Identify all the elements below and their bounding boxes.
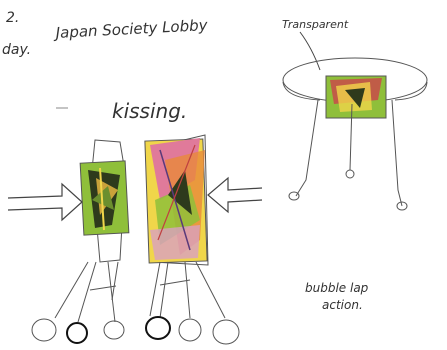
transparent-table <box>283 58 427 210</box>
location-title: Japan Society Lobby <box>52 16 209 42</box>
right-figure <box>145 135 239 344</box>
right-arrow-icon <box>208 178 262 212</box>
date-fragment: 2. <box>6 10 19 26</box>
kissing-label: kissing. <box>112 99 187 123</box>
transparent-label: Transparent <box>282 18 349 31</box>
day-fragment: day. <box>2 42 31 58</box>
note-line-1: bubble lap <box>305 281 369 295</box>
left-figure <box>32 140 129 343</box>
left-arrow-icon <box>8 184 82 220</box>
note-line-2: action. <box>322 298 363 312</box>
